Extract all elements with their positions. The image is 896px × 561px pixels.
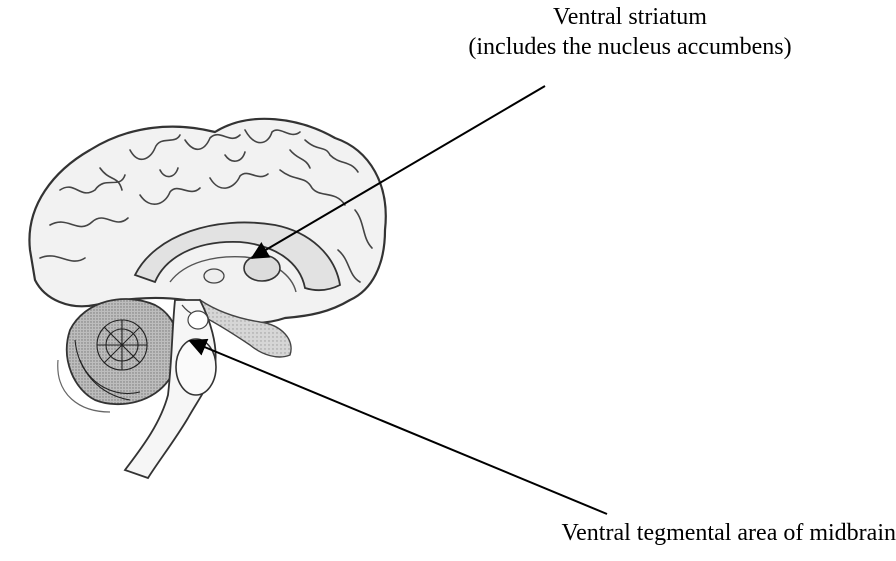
label-ventral-striatum: Ventral striatum (includes the nucleus a… — [380, 2, 880, 62]
label-ventral-tegmental-area: Ventral tegmental area of midbrain — [520, 518, 896, 548]
label-ventral-striatum-line1: Ventral striatum — [380, 2, 880, 32]
cerebellum — [58, 299, 179, 412]
arrow-vta — [190, 341, 607, 514]
label-ventral-striatum-line2: (includes the nucleus accumbens) — [380, 32, 880, 62]
